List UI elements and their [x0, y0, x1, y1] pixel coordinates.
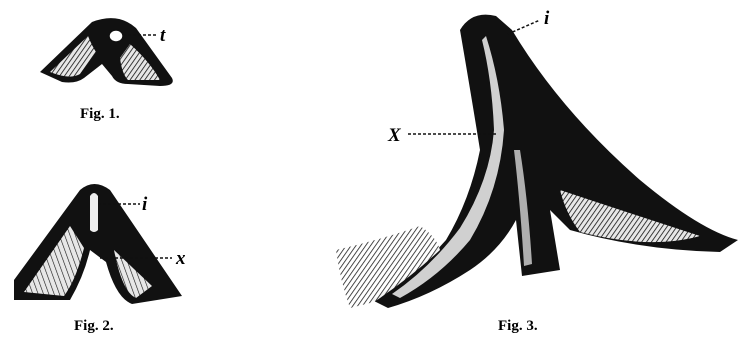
- fig3-caption: Fig. 3.: [498, 318, 538, 334]
- fig1-label-t: t: [160, 25, 166, 46]
- fig3-label-x: X: [387, 125, 402, 146]
- fig3-drawing: [336, 15, 738, 308]
- fig2-caption: Fig. 2.: [74, 318, 114, 334]
- fig2-label-i: i: [142, 194, 148, 215]
- fig1-drawing: [40, 18, 173, 86]
- fig2-label-x: x: [175, 248, 186, 269]
- fig1-caption: Fig. 1.: [80, 106, 120, 122]
- fig2-drawing: [14, 184, 182, 304]
- fig3-label-i: i: [544, 8, 550, 29]
